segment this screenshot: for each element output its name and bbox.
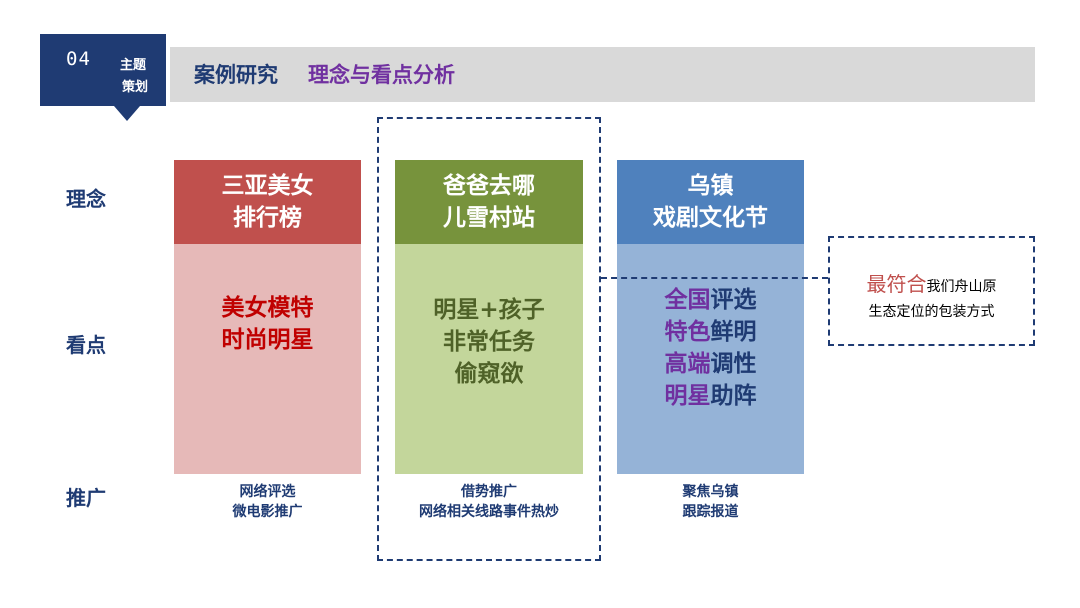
case-3-title-line: 戏剧文化节 bbox=[653, 205, 768, 231]
case-3-promotion: 聚焦乌镇 跟踪报道 bbox=[617, 482, 804, 522]
case-2-title-line: 儿雪村站 bbox=[443, 205, 535, 231]
callout-line2: 生态定位的包装方式 bbox=[868, 304, 995, 320]
callout-line1: 我们舟山原 bbox=[926, 279, 997, 295]
section-number: 04 bbox=[66, 48, 91, 70]
title-bar: 案例研究 理念与看点分析 bbox=[170, 47, 1035, 102]
highlight-rest: 调性 bbox=[710, 351, 757, 377]
case-3-highlight: 全国评选 bbox=[665, 284, 757, 316]
case-1-header: 三亚美女 排行榜 bbox=[174, 160, 361, 244]
case-3-highlight: 高端调性 bbox=[665, 348, 757, 380]
title-prefix: 案例研究 bbox=[194, 63, 278, 87]
case-2-highlight: 明星+孩子 bbox=[433, 297, 545, 323]
case-1-highlights: 美女模特 时尚明星 bbox=[174, 244, 361, 474]
case-3-highlight: 明星助阵 bbox=[665, 380, 757, 412]
case-3-highlight: 特色鲜明 bbox=[665, 316, 757, 348]
case-1-highlight: 美女模特 bbox=[221, 295, 314, 321]
highlight-rest: 评选 bbox=[710, 287, 757, 313]
dashed-highlight-frame bbox=[377, 117, 601, 561]
case-1-title-line: 三亚美女 bbox=[221, 173, 314, 199]
row-label-highlights: 看点 bbox=[66, 333, 106, 357]
highlight-rest: 助阵 bbox=[710, 383, 757, 409]
section-badge: 04 主题 策划 bbox=[40, 34, 166, 106]
case-2-highlight: 偷窥欲 bbox=[454, 361, 524, 387]
highlight-accent: 明星 bbox=[664, 383, 711, 409]
highlight-accent: 全国 bbox=[664, 287, 711, 313]
section-label-line1: 主题 bbox=[120, 58, 147, 73]
case-2-highlights: 明星+孩子 非常任务 偷窥欲 bbox=[395, 244, 583, 474]
case-3-title-line: 乌镇 bbox=[687, 173, 734, 199]
case-2-promotion-line: 借势推广 bbox=[461, 484, 517, 500]
highlight-accent: 特色 bbox=[664, 319, 711, 345]
case-2-header: 爸爸去哪 儿雪村站 bbox=[395, 160, 583, 244]
case-1-highlight: 时尚明星 bbox=[221, 327, 314, 353]
highlight-rest: 鲜明 bbox=[710, 319, 757, 345]
badge-pointer bbox=[114, 106, 140, 121]
row-label-promotion: 推广 bbox=[66, 486, 106, 510]
case-1-promotion-line: 网络评选 bbox=[239, 484, 296, 500]
case-3-promotion-line: 聚焦乌镇 bbox=[682, 484, 739, 500]
case-3-header: 乌镇 戏剧文化节 bbox=[617, 160, 804, 244]
dashed-connector-line bbox=[601, 277, 828, 279]
callout-box: 最符合我们舟山原 生态定位的包装方式 bbox=[828, 236, 1035, 346]
case-2-highlight: 非常任务 bbox=[443, 329, 535, 355]
case-2-title-line: 爸爸去哪 bbox=[443, 173, 535, 199]
case-1-title-line: 排行榜 bbox=[233, 205, 302, 231]
case-2-promotion: 借势推广 网络相关线路事件热炒 bbox=[385, 482, 593, 522]
case-3-highlights: 全国评选 特色鲜明 高端调性 明星助阵 bbox=[617, 244, 804, 474]
section-label-line2: 策划 bbox=[122, 80, 149, 95]
case-1-promotion-line: 微电影推广 bbox=[232, 504, 303, 520]
case-3-promotion-line: 跟踪报道 bbox=[682, 504, 739, 520]
highlight-accent: 高端 bbox=[664, 351, 711, 377]
case-1-promotion: 网络评选 微电影推广 bbox=[174, 482, 361, 522]
page-title: 理念与看点分析 bbox=[308, 63, 455, 87]
case-2-promotion-line: 网络相关线路事件热炒 bbox=[419, 504, 559, 520]
callout-highlight: 最符合 bbox=[866, 272, 927, 296]
row-label-concept: 理念 bbox=[66, 187, 106, 211]
